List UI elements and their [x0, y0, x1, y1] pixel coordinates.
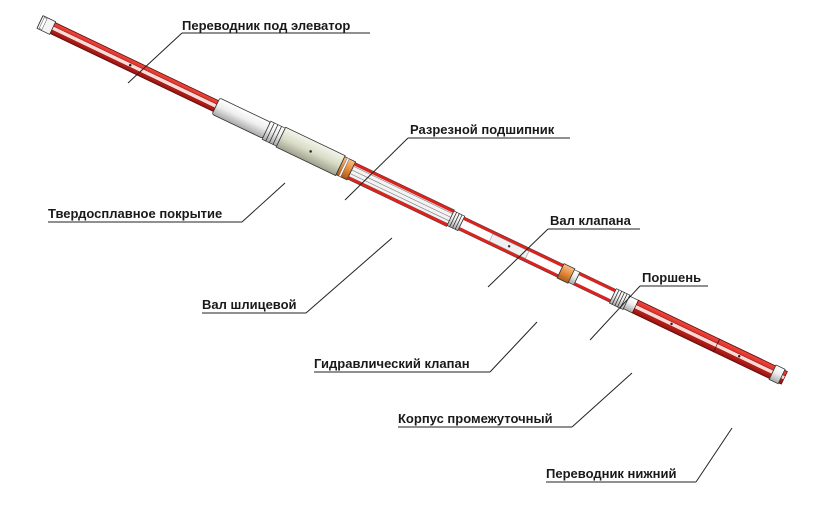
callout-hydraulic-valve: Гидравлический клапан — [314, 321, 538, 373]
valve-shaft-part — [457, 216, 565, 278]
label-piston: Поршень — [642, 270, 701, 285]
label-splined-shaft: Вал шлицевой — [202, 297, 297, 312]
callout-piston: Поршень — [589, 270, 708, 341]
callout-intermediate-body: Корпус промежуточный — [398, 372, 633, 428]
steel-collar — [212, 98, 271, 139]
hardfacing-part — [275, 126, 346, 177]
shaft-rings — [446, 210, 466, 232]
elevator-sub-part — [36, 15, 220, 113]
label-intermediate-body: Корпус промежуточный — [398, 411, 553, 426]
label-split-bearing: Разрезной подшипник — [410, 122, 555, 137]
callout-valve-shaft: Вал клапана — [487, 213, 640, 288]
piston-part — [608, 288, 639, 314]
splined-shaft-part — [346, 162, 455, 227]
mid-body-part — [573, 271, 617, 303]
label-hardfacing: Твердосплавное покрытие — [48, 206, 222, 221]
label-hydraulic-valve: Гидравлический клапан — [314, 356, 470, 371]
callout-split-bearing: Разрезной подшипник — [344, 122, 570, 201]
downhole-tool — [36, 15, 788, 385]
callout-elevator-sub: Переводник под элеватор — [127, 18, 370, 84]
callout-hardfacing: Твердосплавное покрытие — [48, 182, 286, 223]
label-bottom-sub: Переводник нижний — [546, 466, 676, 481]
hydraulic-valve-part — [556, 263, 581, 286]
collar-grooves — [261, 120, 286, 147]
callout-bottom-sub: Переводник нижний — [546, 427, 733, 483]
label-elevator-sub: Переводник под элеватор — [182, 18, 350, 33]
bottom-sub-part — [713, 338, 788, 385]
intermediate-body-part — [631, 299, 721, 353]
label-valve-shaft: Вал клапана — [550, 213, 632, 228]
callout-splined-shaft: Вал шлицевой — [202, 237, 393, 314]
